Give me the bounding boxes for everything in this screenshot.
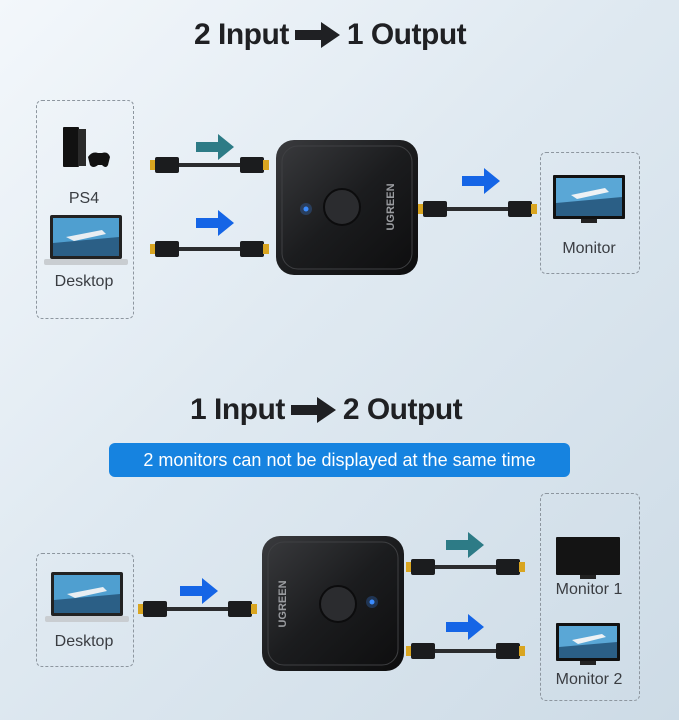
- hdmi-cable-icon: [138, 601, 257, 617]
- monitors-box: [540, 493, 640, 701]
- arrow-right-icon: [462, 168, 500, 194]
- arrow-right-icon: [196, 134, 234, 160]
- brand-logo: UGREEN: [385, 183, 397, 230]
- desktop-label: Desktop: [54, 633, 114, 650]
- section1-title-input: 2 Input: [194, 18, 289, 51]
- arrow-right-icon: [446, 532, 484, 558]
- hdmi-cable-icon: [406, 559, 525, 575]
- notice-banner: 2 monitors can not be displayed at the s…: [109, 443, 570, 477]
- monitor-box: [540, 152, 640, 274]
- arrow-right-icon: [446, 614, 484, 640]
- arrow-right-icon: [294, 22, 340, 48]
- hdmi-switch-device: UGREEN: [276, 140, 418, 275]
- hdmi-switch-device: UGREEN: [262, 536, 404, 671]
- ps4-console-icon: [63, 127, 110, 167]
- hdmi-cable-icon: [150, 157, 269, 173]
- ps4-label: PS4: [68, 190, 100, 207]
- monitor-label: Monitor: [562, 240, 616, 257]
- laptop-icon: [45, 572, 129, 622]
- arrow-right-icon: [180, 578, 218, 604]
- monitor-off-icon: [556, 537, 620, 579]
- section2-title-input: 1 Input: [190, 393, 285, 426]
- monitor-icon: [556, 623, 620, 665]
- desktop-box: [36, 553, 134, 667]
- section2-title-output: 2 Output: [342, 393, 463, 426]
- section1-title-output: 1 Output: [346, 18, 467, 51]
- section2-title: 1 Input 2 Output: [190, 393, 463, 427]
- monitor-icon: [553, 175, 625, 223]
- arrow-right-icon: [196, 210, 234, 236]
- desktop-label: Desktop: [54, 273, 114, 290]
- monitor-2-label: Monitor 2: [555, 671, 623, 688]
- hdmi-cable-icon: [150, 241, 269, 257]
- arrow-right-icon: [290, 397, 336, 423]
- brand-logo: UGREEN: [277, 580, 289, 627]
- hdmi-cable-icon: [406, 643, 525, 659]
- hdmi-cable-icon: [418, 201, 537, 217]
- laptop-icon: [44, 215, 128, 265]
- monitor-1-label: Monitor 1: [555, 581, 623, 598]
- section1-title: 2 Input 1 Output: [194, 18, 467, 52]
- sources-box: [36, 100, 134, 319]
